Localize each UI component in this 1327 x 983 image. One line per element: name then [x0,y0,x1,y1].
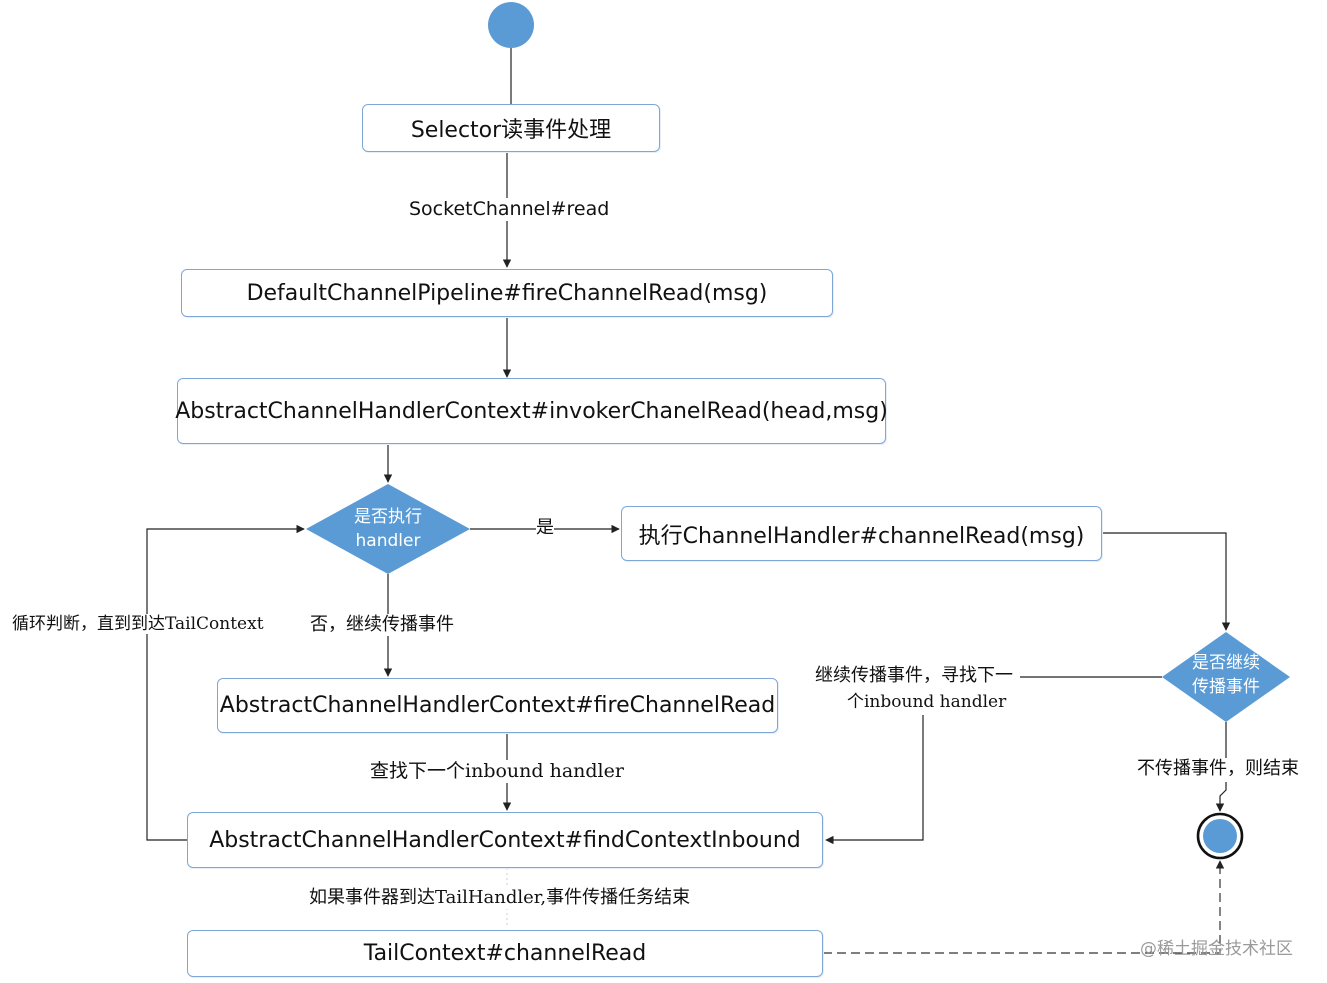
watermark: @稀土掘金技术社区 [1140,939,1293,959]
node-tail-read: TailContext#channelRead [187,930,823,977]
decision-continue-text: 是否继续 传播事件 [1166,651,1286,699]
label-continue-find-2: 个inbound handler [847,692,1007,713]
edge-execute-to-decision2 [1102,532,1231,631]
label-socket-read: SocketChannel#read [409,198,610,221]
edge-loop-back [146,524,305,841]
decision-continue-line1: 是否继续 [1192,653,1260,673]
node-pipeline-fire-label: DefaultChannelPipeline#fireChannelRead(m… [246,280,768,306]
edge-stop-to-end [1215,782,1227,812]
node-invoker-read: AbstractChannelHandlerContext#invokerCha… [175,378,888,444]
node-ctx-fire-label: AbstractChannelHandlerContext#fireChanne… [219,693,776,718]
decision-continue-line2: 传播事件 [1192,677,1260,697]
edge-continue-to-find [825,715,924,845]
label-find-next-inbound: 查找下一个inbound handler [370,760,624,783]
node-ctx-fire: AbstractChannelHandlerContext#fireChanne… [217,678,778,733]
node-find-inbound-label: AbstractChannelHandlerContext#findContex… [209,827,801,853]
edge-tail-to-end [823,860,1225,954]
node-find-inbound: AbstractChannelHandlerContext#findContex… [187,812,823,868]
label-loop-until-tail: 循环判断，直到到达TailContext [12,614,264,635]
node-invoker-read-label: AbstractChannelHandlerContext#invokerCha… [175,398,888,424]
label-stop-end: 不传播事件，则结束 [1137,758,1299,780]
label-yes: 是 [536,517,554,539]
node-execute-read: 执行ChannelHandler#channelRead(msg) [621,506,1102,561]
node-pipeline-fire: DefaultChannelPipeline#fireChannelRead(m… [181,269,833,317]
decision-execute-handler-line2: handler [355,531,421,551]
node-execute-read-label: 执行ChannelHandler#channelRead(msg) [638,523,1085,549]
decision-execute-handler-text: 是否执行 handler [328,505,448,553]
node-selector-read-label: Selector读事件处理 [410,118,612,143]
label-no-continue: 否，继续传播事件 [310,614,454,636]
label-reach-tail: 如果事件器到达TailHandler,事件传播任务结束 [309,887,691,909]
decision-continue-propagation [1162,632,1290,722]
node-selector-read: Selector读事件处理 [362,104,660,152]
decision-execute-handler-line1: 是否执行 [354,507,422,527]
node-tail-read-label: TailContext#channelRead [363,941,647,966]
decision-execute-handler [306,484,470,574]
start-node [488,2,534,48]
label-continue-find-1: 继续传播事件，寻找下一 [815,665,1013,687]
